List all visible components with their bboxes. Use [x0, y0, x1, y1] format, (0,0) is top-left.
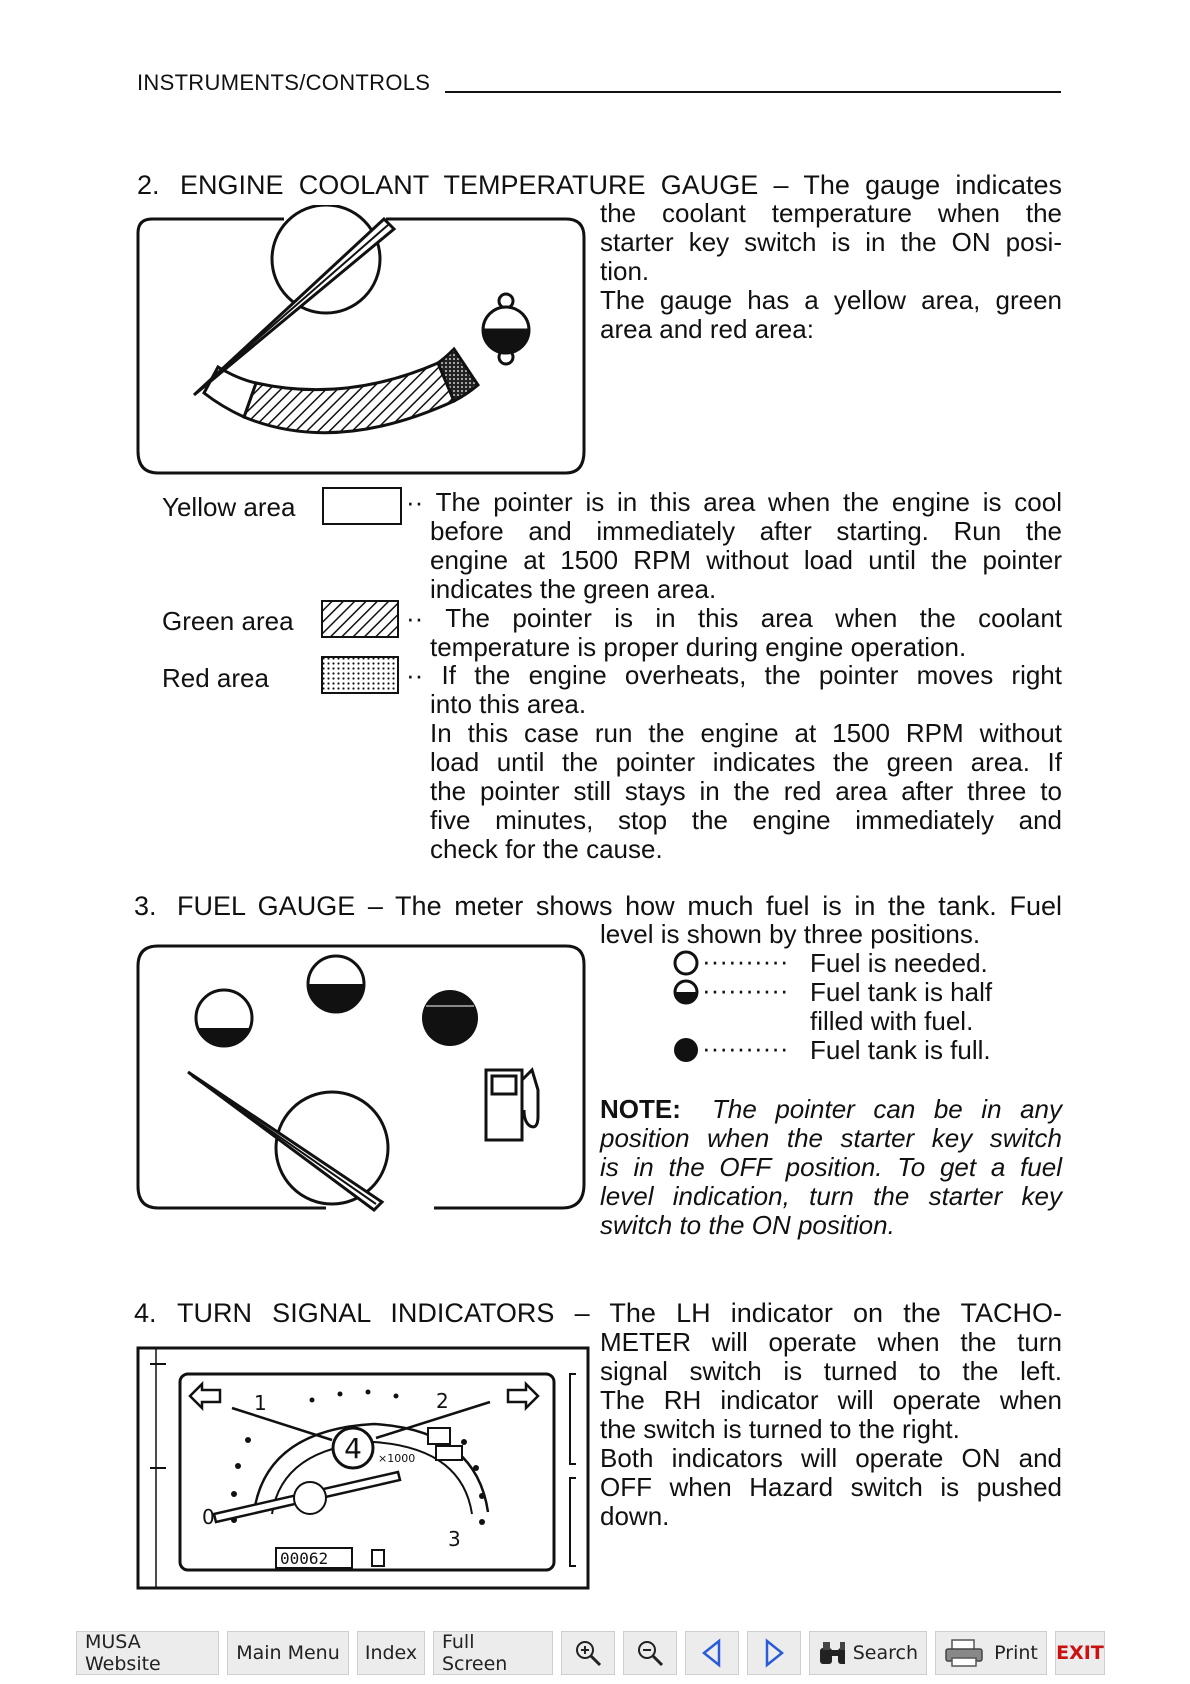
previous-page-icon	[701, 1638, 721, 1668]
fuel-level-half-text: Fuel tank is half	[810, 977, 993, 1007]
tacho-center-number: 4	[344, 1432, 362, 1465]
next-page-button[interactable]	[747, 1631, 801, 1675]
note-body: The pointer can be in any position when …	[600, 1094, 1062, 1240]
binoculars-icon	[820, 1642, 845, 1664]
header-rule	[445, 91, 1061, 93]
fuel-full-icon	[674, 1038, 698, 1062]
full-screen-button[interactable]: Full Screen	[433, 1631, 553, 1675]
viewer-toolbar: MUSA Website Main Menu Index Full Screen	[76, 1631, 1105, 1677]
tacho-label-top-left: 1	[254, 1391, 267, 1415]
legend-swatch-red	[321, 656, 399, 694]
legend-label-red: Red area	[162, 663, 269, 693]
section-4-heading: TURN SIGNAL INDICATORS – The LH indicato…	[177, 1298, 1062, 1328]
index-button[interactable]: Index	[357, 1631, 425, 1675]
coolant-gauge-illustration	[136, 205, 586, 475]
exit-button[interactable]: EXIT	[1055, 1631, 1105, 1675]
main-menu-button[interactable]: Main Menu	[227, 1631, 349, 1675]
tacho-label-bottom-left: 0	[202, 1505, 215, 1529]
section-4-body: METER will operate when the turn signal …	[600, 1327, 1062, 1531]
section-3-heading: FUEL GAUGE – The meter shows how much fu…	[177, 891, 1062, 921]
legend-swatch-green	[321, 600, 399, 638]
section-2-number: 2.	[137, 170, 160, 200]
next-page-icon	[765, 1638, 785, 1668]
running-header: INSTRUMENTS/CONTROLS	[137, 70, 431, 95]
legend-label-yellow: Yellow area	[162, 492, 296, 522]
printer-icon	[945, 1639, 983, 1667]
fuel-half-icon	[673, 979, 699, 1005]
zoom-in-button[interactable]	[561, 1631, 615, 1675]
zoom-out-button[interactable]	[623, 1631, 677, 1675]
tacho-label-top-right: 2	[436, 1389, 449, 1413]
fuel-gauge-illustration	[136, 944, 586, 1212]
note-label: NOTE:	[600, 1094, 681, 1124]
section-2-heading: ENGINE COOLANT TEMPERATURE GAUGE – The g…	[180, 170, 1062, 200]
tachometer-illustration: 4 ×1000 1 2 3 0 00062	[136, 1346, 590, 1590]
section-3-number: 3.	[134, 891, 157, 921]
print-label: Print	[994, 1642, 1038, 1664]
section-2-body: the coolant temperature when the starter…	[600, 198, 1062, 344]
fuel-level-empty-text: Fuel is needed.	[810, 948, 988, 978]
zoom-out-icon	[638, 1641, 664, 1667]
musa-website-button[interactable]: MUSA Website	[76, 1631, 219, 1675]
previous-page-button[interactable]	[685, 1631, 739, 1675]
search-button[interactable]: Search	[809, 1631, 927, 1675]
legend-swatch-yellow	[322, 487, 402, 525]
legend-text-yellow: ·· The pointer is in this area when the …	[406, 487, 1062, 604]
fuel-empty-icon	[673, 950, 699, 976]
zoom-in-icon	[576, 1641, 602, 1667]
tacho-odometer: 00062	[280, 1549, 328, 1568]
legend-label-green: Green area	[162, 606, 294, 636]
fuel-level-dots: ··········	[702, 975, 789, 1005]
search-label: Search	[852, 1642, 918, 1664]
fuel-level-dots: ··········	[702, 946, 789, 976]
tacho-unit: ×1000	[378, 1452, 415, 1465]
tacho-label-bottom-right: 3	[448, 1527, 461, 1551]
fuel-level-full-text: Fuel tank is full.	[810, 1035, 991, 1065]
fuel-level-half-text-cont: filled with fuel.	[810, 1006, 974, 1036]
fuel-level-dots: ··········	[702, 1033, 789, 1063]
section-4-number: 4.	[134, 1298, 157, 1328]
print-button[interactable]: Print	[935, 1631, 1047, 1675]
section-3-line2: level is shown by three positions.	[600, 919, 981, 949]
legend-text-green: ·· The pointer is in this area when the …	[406, 603, 1062, 662]
legend-text-red: ·· If the engine overheats, the pointer …	[406, 660, 1062, 864]
